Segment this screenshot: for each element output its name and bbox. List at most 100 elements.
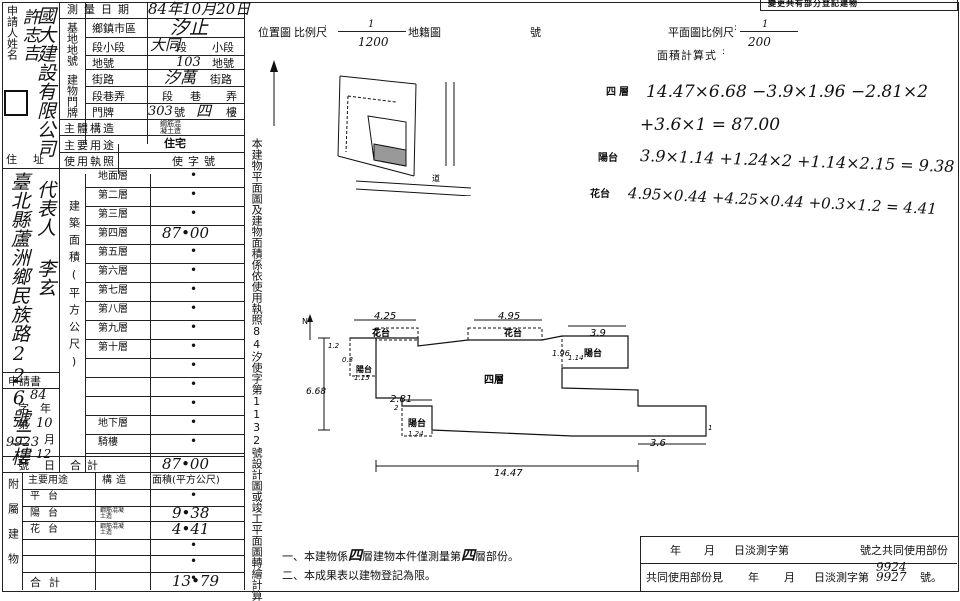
dim-196: 1.96: [552, 349, 570, 358]
door-label: 建物門牌: [65, 74, 79, 118]
attached-row-use: 陽台: [30, 507, 66, 519]
floor-row-value: •: [190, 396, 198, 410]
floor-row-value: •: [190, 339, 198, 353]
permit-label: 使用執照: [64, 155, 116, 168]
footer-row2-month: 月: [784, 571, 795, 584]
header-stamp-box: [760, 0, 958, 11]
applicant-name: 國大建設有限公司 代表人 李玄: [33, 6, 56, 297]
structure-value: 鋼筋混凝土造: [160, 120, 181, 135]
floor-plan-scale-label: 平面圖比例尺: [668, 26, 734, 39]
application-day: 12: [36, 447, 52, 461]
street-suffix: 街路: [210, 73, 232, 86]
structure-label: 主體構造: [64, 122, 116, 135]
plan-floor-label: 四層: [484, 374, 504, 386]
dim-114: 1.14: [568, 354, 584, 362]
street-value: 汐萬: [164, 68, 197, 87]
dim-425: 4.25: [374, 311, 396, 322]
address-label: 住址: [6, 153, 60, 166]
application-hao-label: 號: [18, 459, 29, 472]
plan-balcony-a: 陽台: [584, 347, 602, 359]
application-year: 84: [30, 388, 47, 403]
seal-stamp: [4, 90, 28, 116]
base-lot-label: 基地地號: [65, 22, 79, 66]
application-year-label: 年: [40, 402, 51, 415]
plan-balcony-c: 陽台: [408, 417, 426, 429]
floor-row-name: 第六層: [98, 266, 128, 277]
township-label: 鄉鎮市區: [92, 22, 136, 35]
application-month: 10: [36, 416, 53, 431]
door-number-value: 303: [148, 104, 173, 119]
door-floor-value: 四: [196, 102, 212, 120]
floor-row-value: 87•00: [162, 224, 210, 242]
application-number: 9923: [6, 435, 40, 450]
location-scale-label: 比例尺: [294, 26, 327, 39]
location-road-label: 道: [432, 173, 440, 183]
survey-date-label: 測量日期: [67, 3, 135, 16]
location-map-title: 位置圖: [258, 26, 291, 39]
location-map-drawing: 道: [270, 60, 472, 196]
floor-row-value: •: [190, 263, 198, 277]
floor-row-value: •: [190, 244, 198, 258]
attached-col-area: 面積(平方公尺): [152, 475, 220, 486]
floor-row-value: •: [190, 320, 198, 334]
township-value: 汐止: [170, 17, 209, 39]
attached-row-area: •: [190, 488, 198, 502]
section-suffix-a: 段: [176, 41, 187, 54]
calc-formula-1: +3.6×1 = 87.00: [640, 115, 781, 135]
dim-12: 1.2: [328, 342, 340, 350]
attached-row-use: 平台: [30, 491, 66, 502]
calc-label-3: 花台: [590, 189, 610, 200]
dim-36: 3.6: [650, 438, 666, 449]
plan-balcony-b: 陽台: [356, 364, 372, 374]
location-scale-bottom: 1200: [358, 35, 389, 49]
attached-row-struct: 鋼筋混凝土造: [100, 506, 125, 520]
dim-1447: 14.47: [494, 468, 523, 479]
floor-row-name: 第七層: [98, 285, 128, 296]
location-scale-top: 1: [368, 19, 375, 30]
address-value: 臺北縣蘆洲鄉民族路226號三樓: [7, 172, 30, 466]
floor-row-name: 騎樓: [98, 437, 118, 448]
footer-row1-survey: 日淡測字第: [734, 544, 789, 557]
attached-row-area: 9•38: [172, 503, 210, 522]
floor-row-value: •: [190, 168, 198, 182]
footer-row2-year: 年: [748, 571, 759, 584]
lane-suffix-c: 弄: [226, 90, 237, 103]
dim-115: 1.15: [354, 374, 370, 382]
floor-row-name: 第八層: [98, 304, 128, 315]
attached-total-label: 合計: [30, 576, 68, 589]
attached-col-struct: 構造: [102, 475, 130, 486]
footer-row1-month: 月: [704, 544, 715, 557]
use-value: 住宅: [164, 137, 186, 150]
floor-area-label: 建築面積(平方公尺): [67, 200, 81, 374]
dim-281: 2.81: [390, 394, 412, 405]
floor-row-name: 第二層: [98, 190, 128, 201]
footer-row2-survey: 日淡測字第: [814, 571, 869, 584]
floor-plan-scale-bottom: 200: [748, 35, 771, 49]
floor-row-value: •: [190, 187, 198, 201]
dim-124: 1.24: [408, 430, 424, 438]
area-formula-label: 面積計算式: [657, 49, 717, 62]
plan-flower-b: 花台: [504, 327, 522, 339]
plan-flower-a: 花台: [372, 327, 390, 339]
footer-row1-suffix: 號之共同使用部份: [860, 544, 948, 557]
application-year-suffix: 字: [18, 402, 29, 415]
attached-row-use: 花台: [30, 524, 66, 535]
applicant-label: 申請人姓名: [5, 5, 19, 60]
footer-row2-prefix: 共同使用部份見: [646, 571, 723, 584]
application-label: 申請書: [8, 375, 41, 388]
applicant-extra: 許志吉: [18, 8, 39, 62]
lot-label: 地號: [92, 57, 114, 70]
north-label: N: [302, 317, 308, 326]
section-value: 大同: [150, 36, 181, 54]
floor-row-value: •: [190, 301, 198, 315]
floor-row-value: •: [190, 358, 198, 372]
floor-row-name: 第三層: [98, 209, 128, 220]
floor-plan-scale-top: 1: [762, 19, 769, 30]
attached-label: 附屬建物: [6, 478, 20, 578]
section-suffix-b: 小段: [212, 41, 234, 54]
dim-495: 4.95: [498, 311, 520, 322]
attached-row-area: •: [190, 570, 198, 585]
side-note: 本建物平面圖及建物面積係依使用執照84汐使字第1132號設計圖或竣工平面圖轉繪計…: [250, 138, 264, 601]
dim-1: 1: [708, 424, 712, 432]
street-label: 街路: [92, 73, 114, 86]
